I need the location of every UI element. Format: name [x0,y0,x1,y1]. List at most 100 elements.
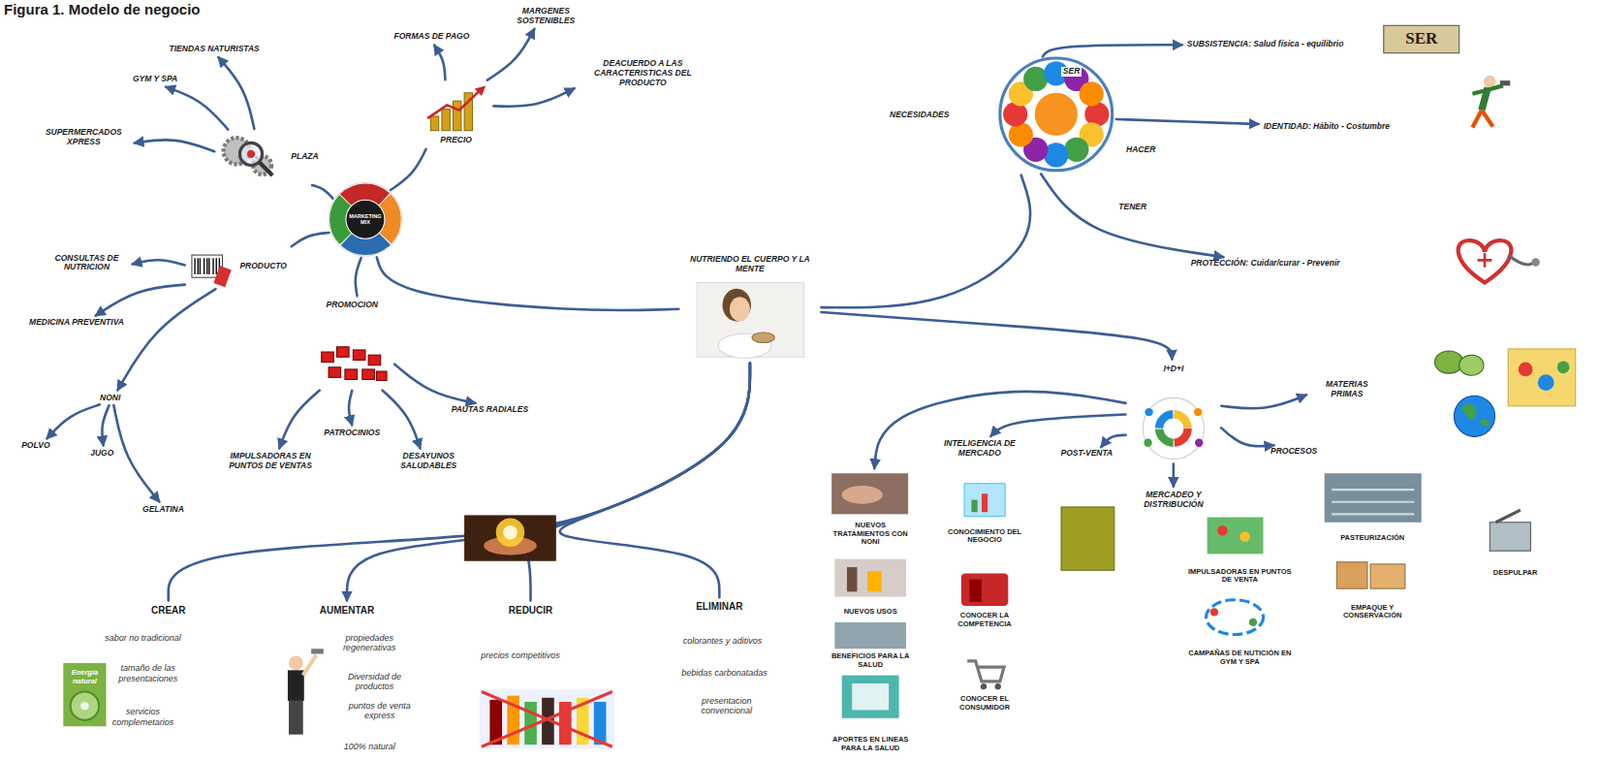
small-icon [1143,438,1152,446]
heading-text: CREAR [151,604,187,617]
dumbbell [311,648,324,654]
branch-node: NONI [97,392,123,405]
image-caption: CAMPAÑAS DE NUTICIÓN EN GYM Y SPA [1186,649,1293,666]
arm [303,655,317,676]
picture-detail [1557,361,1570,375]
edge-label: HACER [1124,145,1158,156]
gift-box [362,369,376,380]
noni-fruit [1459,354,1484,376]
branch-label: IDENTIDAD: Hábito - Costumbre [1263,122,1390,132]
branch-arrow [113,405,159,502]
strategy-item: precios competitivos [480,650,561,660]
branch-line [560,362,751,597]
image-caption: CONOCER LA COMPETENCIA [941,611,1029,628]
head [288,656,304,671]
photo-ground [62,662,106,726]
legs [1472,110,1493,128]
branch-line [168,362,751,600]
magnifier-dot [247,150,255,158]
trend-line [427,90,481,119]
branch-arrow [874,391,1126,469]
branch-label: PROCESOS [1270,446,1318,457]
hub-node: PRECIO [420,81,493,147]
branch-node: MEDICINA PREVENTIVA [27,316,126,329]
globe-land [1461,404,1490,427]
branch-node: SUBSISTENCIA: Salud física - equilibrio [1185,38,1347,51]
ser-logo [1383,25,1460,53]
cart-wheel [995,683,1002,690]
photo-detail [867,570,882,592]
branch-arrow [134,139,216,152]
cross [1477,252,1493,268]
branch-arrow [394,364,475,404]
branch-label: DESAYUNOS SALUDABLES [387,451,470,471]
branch-label: POST-VENTA [1061,448,1114,459]
photo-detail [1331,489,1414,514]
image-card: DESPULPAR [1481,518,1549,580]
kiwi-slice [70,690,99,720]
strategy-item: colorantes y aditivos [683,635,763,646]
hub-node: I+D+I [1127,362,1220,463]
woman-eating-photo [696,282,805,358]
product-barcode-icon [191,254,232,287]
pulper-machine [1489,522,1531,551]
machine-lever [1496,509,1521,523]
cross-out [481,690,613,747]
gift-box [328,367,342,378]
strategy-item: bebidas carbonatadas [681,667,768,678]
branch-arrow [165,87,228,130]
heading-text: ELIMINAR [695,600,743,613]
treatment-photo [831,472,909,514]
wheel-segment [326,180,405,258]
central-node: NUTRIENDO EL CUERPO Y LA MENTE [680,252,819,362]
image-caption: CONOCER EL CONSUMIDOR [941,694,1029,712]
bar [441,109,450,131]
branch-label: PAUTAS RADIALES [451,405,530,415]
branch-line [820,175,1031,309]
branch-label: NONI [99,393,121,404]
heart-stethoscope [1458,240,1540,283]
edge-label: SER [1061,66,1082,77]
image-card: PASTEURIZACIÓN [1321,470,1424,545]
branch-node: TIENDAS NATURISTAS [167,43,262,56]
branch-label: FORMAS DE PAGO [394,31,471,42]
plaza-icon [223,137,274,176]
circle-center [1034,92,1079,137]
branch-label: IMPULSADORAS EN PUNTOS DE VENTAS [214,451,327,471]
icon-ground [1142,397,1204,459]
small-icon [1194,438,1203,446]
web-picture [1061,506,1115,570]
image-card: CONOCER LA COMPETENCIA [938,570,1033,630]
branch-label: POLVO [21,440,50,451]
image-card: IMPULSADORAS EN PUNTOS DE VENTA [1182,514,1297,587]
branch-arrow [1221,394,1307,408]
photo-detail [971,500,977,513]
ring-segment [1159,413,1188,442]
woman-dumbbell-photo [287,648,324,734]
strategy-item: propiedades regenerativas [325,632,412,654]
branch-node: PATROCINIOS [321,427,382,440]
heart [1458,240,1512,283]
image-card: CONOCIMIENTO DEL NEGOCIO [938,481,1033,547]
lamp-photo [464,514,557,561]
bowl [752,332,775,344]
branch-node: MARGENES SOSTENIBLES [502,5,589,28]
branch-line [291,232,330,247]
branch-node: DESAYUNOS SALUDABLES [385,450,471,472]
branch-arrow [101,405,109,445]
strategy-item: sabor no tradicional [104,632,182,643]
image-card: EMPAQUE Y CONSERVACIÓN [1320,559,1425,623]
branch-node: SUPERMERCADOS XPRESS [35,126,132,149]
bulb [502,525,518,540]
branch-arrow [382,390,421,449]
image-caption: PASTEURIZACIÓN [1340,533,1405,543]
branch-arrow [1040,173,1224,257]
branch-label: GELATINA [142,504,185,515]
gift-box [368,354,381,366]
branch-arrow [346,362,751,600]
branch-label: PROTECCIÓN: Cuidar/curar - Prevenir [1191,258,1341,269]
hub-label: MARKETING MIX [345,213,385,226]
branch-node: PROCESOS [1268,445,1319,458]
logo-text: SER [1405,29,1438,49]
stethoscope-tube [1507,254,1533,265]
